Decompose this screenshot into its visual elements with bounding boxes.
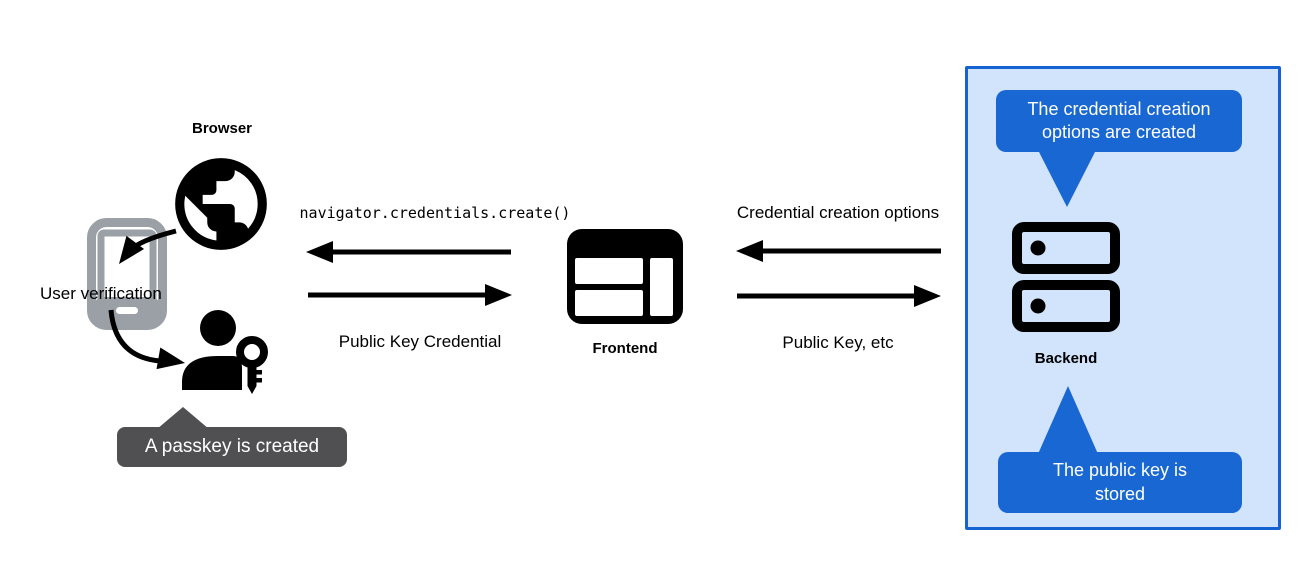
browser-label: Browser [191, 120, 253, 137]
passkey-tooltip: A passkey is created [117, 427, 347, 467]
frontend-label: Frontend [592, 340, 658, 357]
passkey-tooltip-tail [157, 407, 209, 429]
backend-label: Backend [1034, 350, 1098, 367]
public-key-etc-label: Public Key, etc [782, 333, 894, 352]
server-stack-icon [1012, 222, 1120, 332]
arrow-browser-to-frontend [308, 284, 512, 306]
backend-callout-top: The credential creation options are crea… [996, 90, 1242, 152]
navigator-credentials-create-label: navigator.credentials.create() [299, 204, 571, 222]
smartphone-icon [87, 218, 167, 330]
browser-window-icon [567, 229, 683, 324]
person-with-key-icon [182, 310, 268, 394]
arrow-backend-to-frontend [736, 240, 941, 262]
public-key-credential-label: Public Key Credential [338, 332, 502, 351]
user-verification-label: User verification [40, 284, 162, 303]
globe-icon [175, 158, 267, 250]
backend-callout-bottom: The public key is stored [998, 452, 1242, 513]
arrow-frontend-to-browser [306, 241, 511, 263]
credential-creation-options-label: Credential creation options [736, 203, 940, 222]
arrow-frontend-to-backend [737, 285, 941, 307]
